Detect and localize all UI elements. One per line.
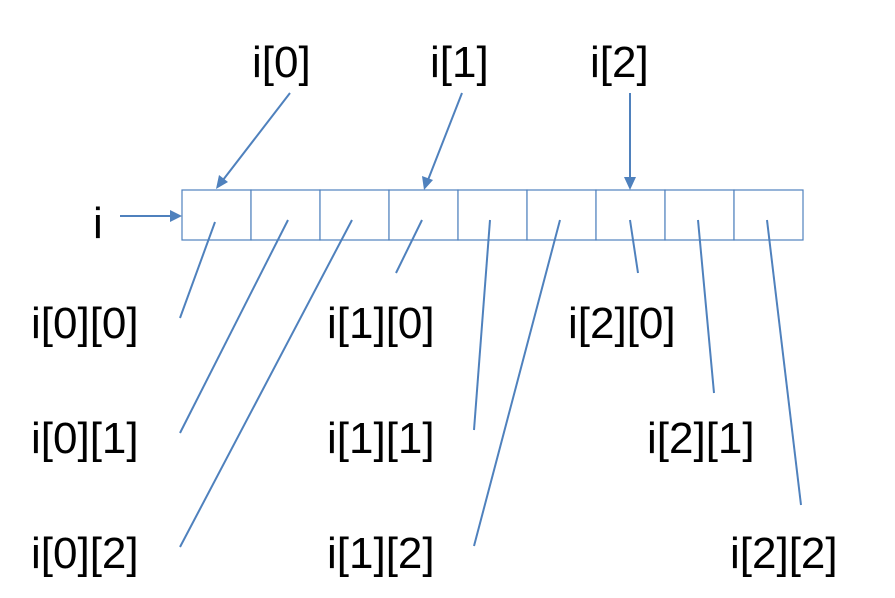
array-cell-5 — [526, 189, 597, 241]
element-label-0-0: i[0][0] — [31, 299, 139, 348]
array-cell-6 — [595, 189, 666, 241]
array-cells — [181, 189, 804, 241]
element-connectors — [179, 219, 802, 548]
connector-1-2 — [473, 219, 561, 547]
connector-2-1 — [697, 219, 715, 394]
element-label-2-2: i[2][2] — [730, 529, 838, 578]
connector-1-1 — [473, 219, 491, 431]
connector-2-0 — [629, 219, 639, 274]
element-label-2-0: i[2][0] — [568, 299, 676, 348]
element-label-1-1: i[1][1] — [327, 414, 435, 463]
top-pointer-label-1: i[1] — [430, 38, 489, 87]
top-pointer-arrowhead-2 — [624, 177, 636, 190]
top-pointer-label-0: i[0] — [252, 38, 311, 87]
array-cell-1 — [250, 189, 321, 241]
element-label-2-1: i[2][1] — [647, 414, 755, 463]
array-cell-3 — [388, 189, 459, 241]
top-pointer-arrowhead-1 — [422, 176, 433, 190]
connector-2-2 — [766, 219, 802, 506]
base-pointer-label: i — [93, 199, 103, 248]
array-cell-0 — [181, 189, 252, 241]
array-cell-4 — [457, 189, 528, 241]
connector-0-1 — [179, 219, 289, 434]
array-cell-2 — [319, 189, 390, 241]
top-pointer-label-2: i[2] — [590, 38, 649, 87]
base-pointer-arrowhead — [170, 210, 182, 222]
element-label-1-0: i[1][0] — [327, 299, 435, 348]
element-label-0-1: i[0][1] — [31, 414, 139, 463]
element-label-1-2: i[1][2] — [327, 529, 435, 578]
element-label-0-2: i[0][2] — [31, 529, 139, 578]
connector-1-0 — [395, 219, 423, 274]
top-pointer-arrowhead-0 — [216, 175, 228, 189]
connector-0-2 — [179, 219, 353, 548]
top-pointer-arrow-1 — [427, 92, 463, 181]
connector-0-0 — [179, 221, 216, 319]
top-pointer-arrow-0 — [222, 92, 291, 181]
